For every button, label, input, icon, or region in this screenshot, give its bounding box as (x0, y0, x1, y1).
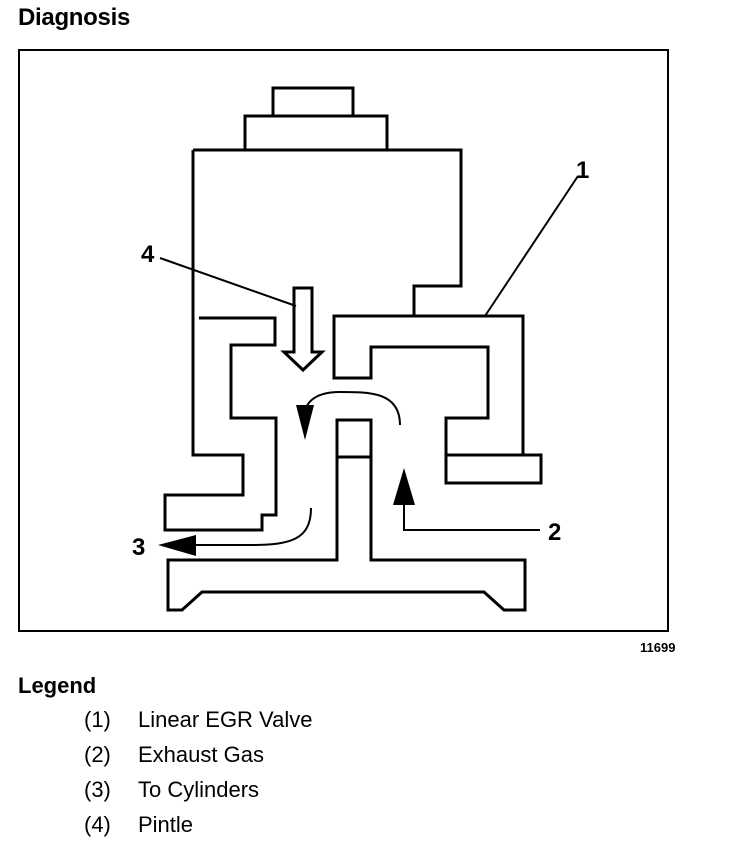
pintle-down-arrow (280, 286, 326, 373)
legend-item-1: (1) Linear EGR Valve (84, 704, 312, 739)
callout-4: 4 (141, 241, 155, 268)
to-cylinders-arrowhead (158, 535, 196, 556)
legend-number: (1) (84, 707, 111, 732)
exhaust-gas-arrowhead (393, 468, 415, 505)
pintle-stem (166, 418, 527, 612)
inner-left-wall (199, 316, 278, 455)
flow-to-cylinders (190, 507, 312, 546)
valve-housing-outline (193, 148, 463, 316)
right-outlet (444, 453, 543, 485)
left-body-wall (163, 150, 278, 532)
callout-1: 1 (576, 157, 589, 184)
figure-number: 11699 (640, 640, 676, 655)
flow-arrowhead-down (296, 405, 314, 440)
legend-list: (1) Linear EGR Valve (2) Exhaust Gas (3) To… (84, 704, 312, 844)
callout-2: 2 (548, 519, 561, 546)
legend-number: (3) (84, 777, 111, 802)
legend-number: (2) (84, 742, 111, 767)
egr-solenoid-body (332, 314, 525, 457)
valve-top-cap-base (243, 114, 389, 152)
egr-valve-diagram: 1 2 3 4 (132, 86, 589, 612)
leader-line-1 (484, 175, 579, 317)
valve-top-cap (271, 86, 355, 118)
legend-text: Exhaust Gas (138, 742, 264, 767)
page-title: Diagnosis (18, 4, 130, 31)
legend-item-3: (3) To Cylinders (84, 774, 312, 809)
leader-line-4 (159, 257, 297, 307)
legend-text: Pintle (138, 812, 194, 837)
legend-text: To Cylinders (138, 777, 260, 802)
legend-item-4: (4) Pintle (84, 809, 312, 844)
diagram-frame (18, 49, 669, 632)
legend-number: (4) (84, 812, 111, 837)
legend-text: Linear EGR Valve (138, 707, 313, 732)
exhaust-gas-flow (403, 500, 540, 531)
callout-3: 3 (132, 534, 145, 561)
legend-item-2: (2) Exhaust Gas (84, 739, 312, 774)
legend-title: Legend (18, 673, 97, 698)
